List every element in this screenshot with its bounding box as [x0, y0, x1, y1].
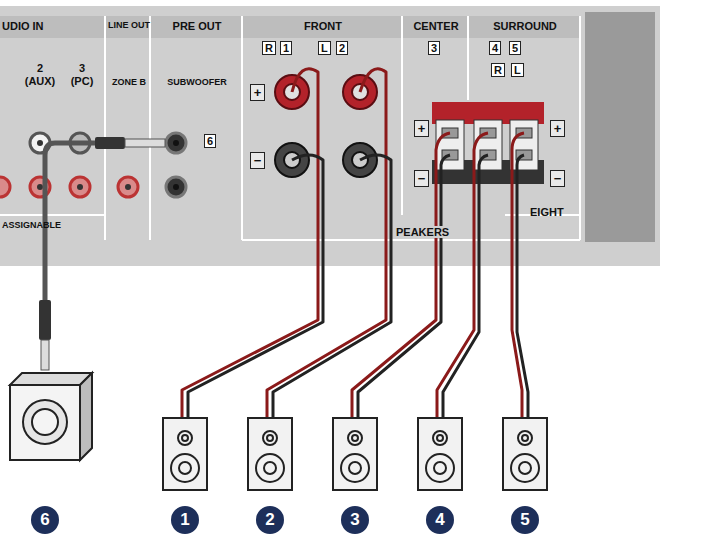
speakers	[163, 418, 547, 490]
section-dividers	[0, 16, 580, 240]
panel-label: ASSIGNABLE	[2, 221, 61, 231]
panel-label: R	[491, 63, 505, 77]
polarity-mark: −	[250, 152, 265, 169]
panel-label: (AUX)	[16, 75, 64, 87]
panel-label: FRONT	[244, 20, 402, 32]
callout-number: 3	[341, 506, 369, 534]
polarity-mark: +	[550, 120, 565, 137]
callout-number: 5	[511, 506, 539, 534]
header-strip	[0, 16, 580, 38]
panel-label: 2	[336, 41, 348, 55]
callout-number: 2	[256, 506, 284, 534]
subwoofer-cable	[39, 137, 165, 370]
rear-panel	[0, 6, 660, 266]
panel-label: CENTER	[404, 20, 468, 32]
panel-label: PEAKERS	[394, 226, 451, 238]
panel-label: R	[262, 41, 276, 55]
speaker-wires	[182, 69, 528, 418]
panel-label: SURROUND	[470, 20, 580, 32]
panel-label: 2	[20, 62, 60, 74]
subwoofer	[10, 373, 92, 460]
polarity-mark: +	[414, 120, 429, 137]
panel-block	[585, 12, 655, 242]
panel-label: SUBWOOFER	[152, 78, 242, 88]
polarity-mark: −	[414, 170, 429, 187]
panel-label: EIGHT	[530, 206, 564, 218]
panel-label: PRE OUT	[152, 20, 242, 32]
polarity-mark: −	[550, 170, 565, 187]
callout-number: 4	[426, 506, 454, 534]
panel-label: UDIO IN	[2, 20, 44, 32]
callout-number: 6	[31, 506, 59, 534]
panel-label: 1	[280, 41, 292, 55]
panel-label: 5	[509, 41, 521, 55]
callout-number: 1	[171, 506, 199, 534]
panel-label: L	[511, 63, 524, 77]
panel-label: LINE OUT	[107, 21, 151, 31]
panel-label: ZONE B	[106, 78, 152, 88]
panel-label: (PC)	[62, 75, 102, 87]
panel-label: 3	[428, 41, 440, 55]
push-terminals	[432, 102, 544, 184]
panel-label: 6	[204, 134, 216, 148]
polarity-mark: +	[250, 84, 265, 101]
panel-label: L	[318, 41, 331, 55]
panel-label: 4	[489, 41, 501, 55]
panel-label: 3	[62, 62, 102, 74]
